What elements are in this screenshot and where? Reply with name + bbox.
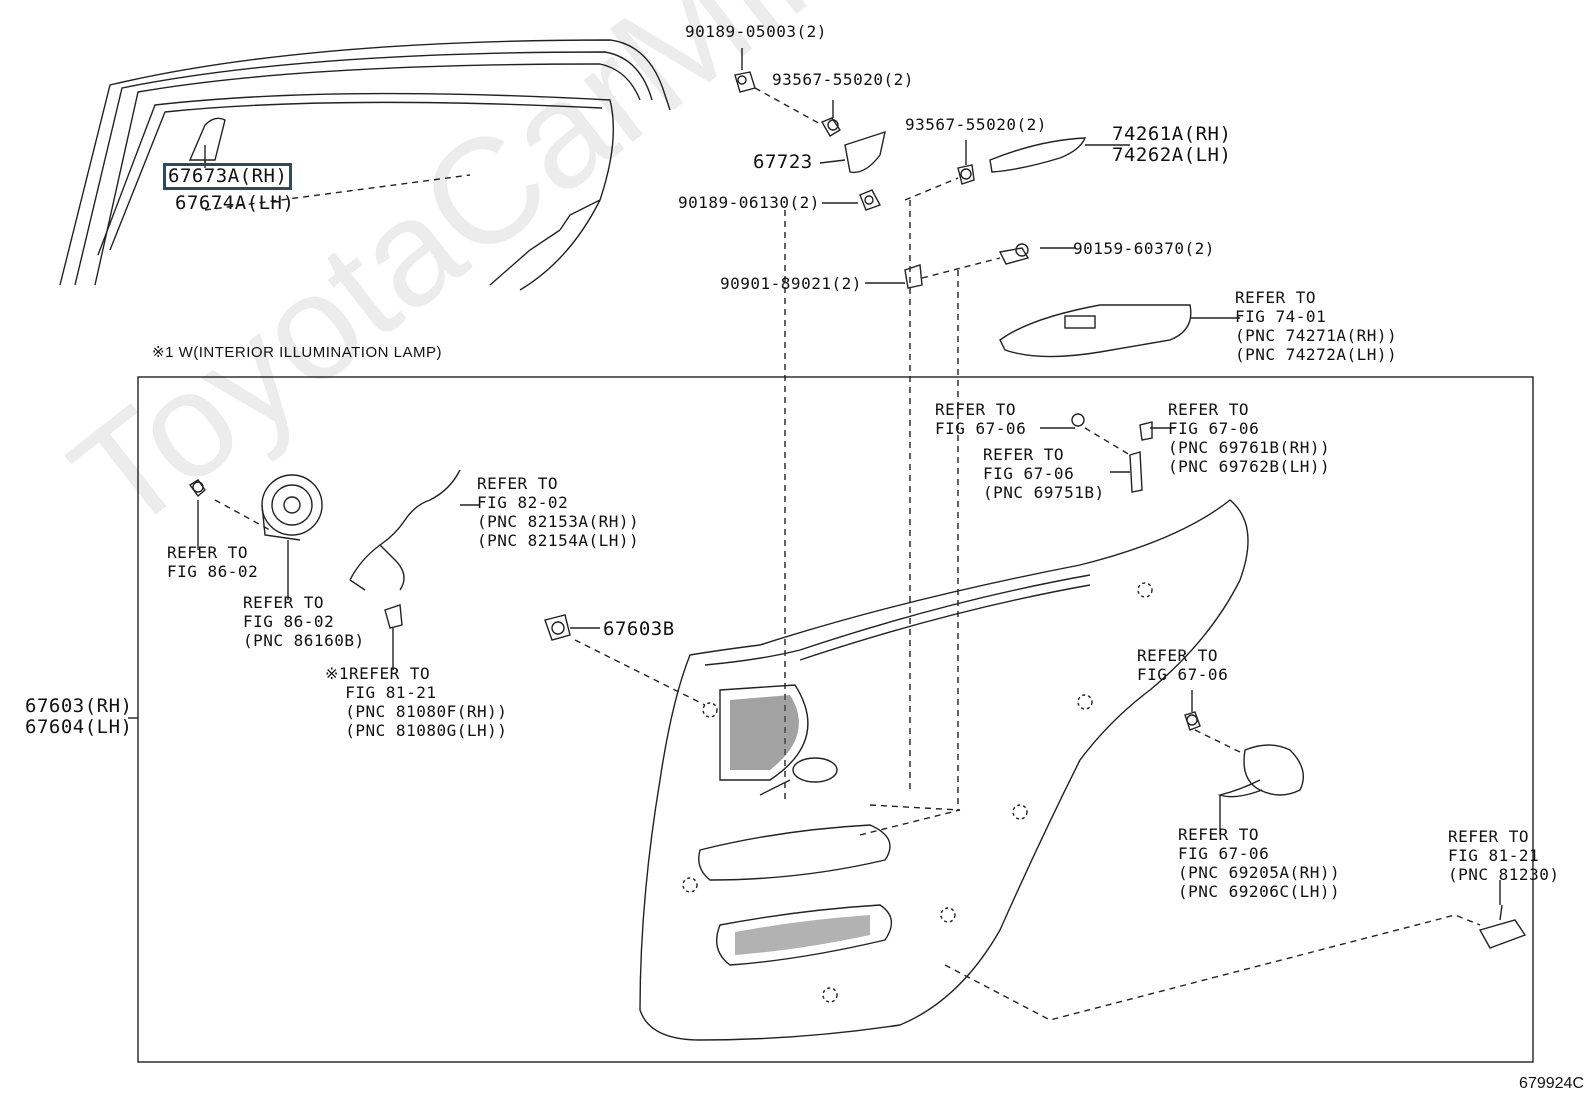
ref-fig-82-02: REFER TO FIG 82-02 (PNC 82153A(RH)) (PNC… bbox=[477, 474, 640, 550]
door-trim-panel bbox=[639, 499, 1249, 1041]
garnish-part-67673 bbox=[188, 117, 226, 161]
upper-fastener-parts bbox=[734, 71, 1192, 358]
ref-fig-67-06-e: REFER TO FIG 67-06 (PNC 69205A(RH)) (PNC… bbox=[1178, 825, 1341, 901]
ref-fig-67-06-a: REFER TO FIG 67-06 bbox=[935, 400, 1027, 438]
ref-fig-81-21-a: ※1REFER TO FIG 81-21 (PNC 81080F(RH)) (P… bbox=[325, 664, 508, 740]
part-74262a-lh: 74262A(LH) bbox=[1112, 144, 1232, 166]
part-74261a-rh: 74261A(RH) bbox=[1112, 123, 1232, 145]
leader-dashes bbox=[204, 87, 1481, 1021]
ref-fig-86-02-a: REFER TO FIG 86-02 bbox=[167, 543, 259, 581]
part-67673a-rh: 67673A(RH) bbox=[163, 163, 293, 190]
ref-fig-81-21-b: REFER TO FIG 81-21 (PNC 81230) bbox=[1448, 827, 1560, 884]
part-67604-lh: 67604(LH) bbox=[25, 716, 133, 738]
inside-handle bbox=[1184, 711, 1304, 798]
part-90159-60370: 90159-60370(2) bbox=[1073, 239, 1215, 258]
ref-fig-86-02-b: REFER TO FIG 86-02 (PNC 86160B) bbox=[243, 593, 365, 650]
part-93567-55020-b: 93567-55020(2) bbox=[905, 115, 1047, 134]
ref-fig-67-06-b: REFER TO FIG 67-06 (PNC 69761B(RH)) (PNC… bbox=[1168, 400, 1331, 476]
illumination-lamp-box bbox=[137, 376, 1534, 1063]
part-67723: 67723 bbox=[753, 151, 813, 173]
diagram-code: 679924C bbox=[1519, 1075, 1584, 1092]
lamp-81230 bbox=[1478, 904, 1527, 949]
part-93567-55020-a: 93567-55020(2) bbox=[772, 70, 914, 89]
ref-fig-67-06-d: REFER TO FIG 67-06 bbox=[1137, 646, 1229, 684]
screw-69761b bbox=[1071, 413, 1085, 427]
speaker bbox=[188, 474, 323, 541]
clip-69751b bbox=[1129, 451, 1143, 493]
wire-harness bbox=[349, 469, 461, 591]
ref-fig-67-06-c: REFER TO FIG 67-06 (PNC 69751B) bbox=[983, 445, 1105, 502]
clip-69761b bbox=[1139, 421, 1153, 441]
clip-67603b bbox=[544, 614, 571, 641]
section-note: ※1 W(INTERIOR ILLUMINATION LAMP) bbox=[152, 344, 442, 361]
door-frame-outline bbox=[59, 39, 671, 291]
leader-lines bbox=[128, 48, 1501, 905]
ref-fig-74-01: REFER TO FIG 74-01 (PNC 74271A(RH)) (PNC… bbox=[1235, 288, 1398, 364]
part-67674a-lh: 67674A(LH) bbox=[175, 192, 295, 214]
part-90901-89021: 90901-89021(2) bbox=[720, 274, 862, 293]
part-67603b: 67603B bbox=[603, 618, 675, 640]
part-90189-05003: 90189-05003(2) bbox=[685, 22, 827, 41]
part-67603-rh: 67603(RH) bbox=[25, 695, 133, 717]
part-90189-06130: 90189-06130(2) bbox=[678, 193, 820, 212]
lamp-socket bbox=[384, 604, 403, 629]
